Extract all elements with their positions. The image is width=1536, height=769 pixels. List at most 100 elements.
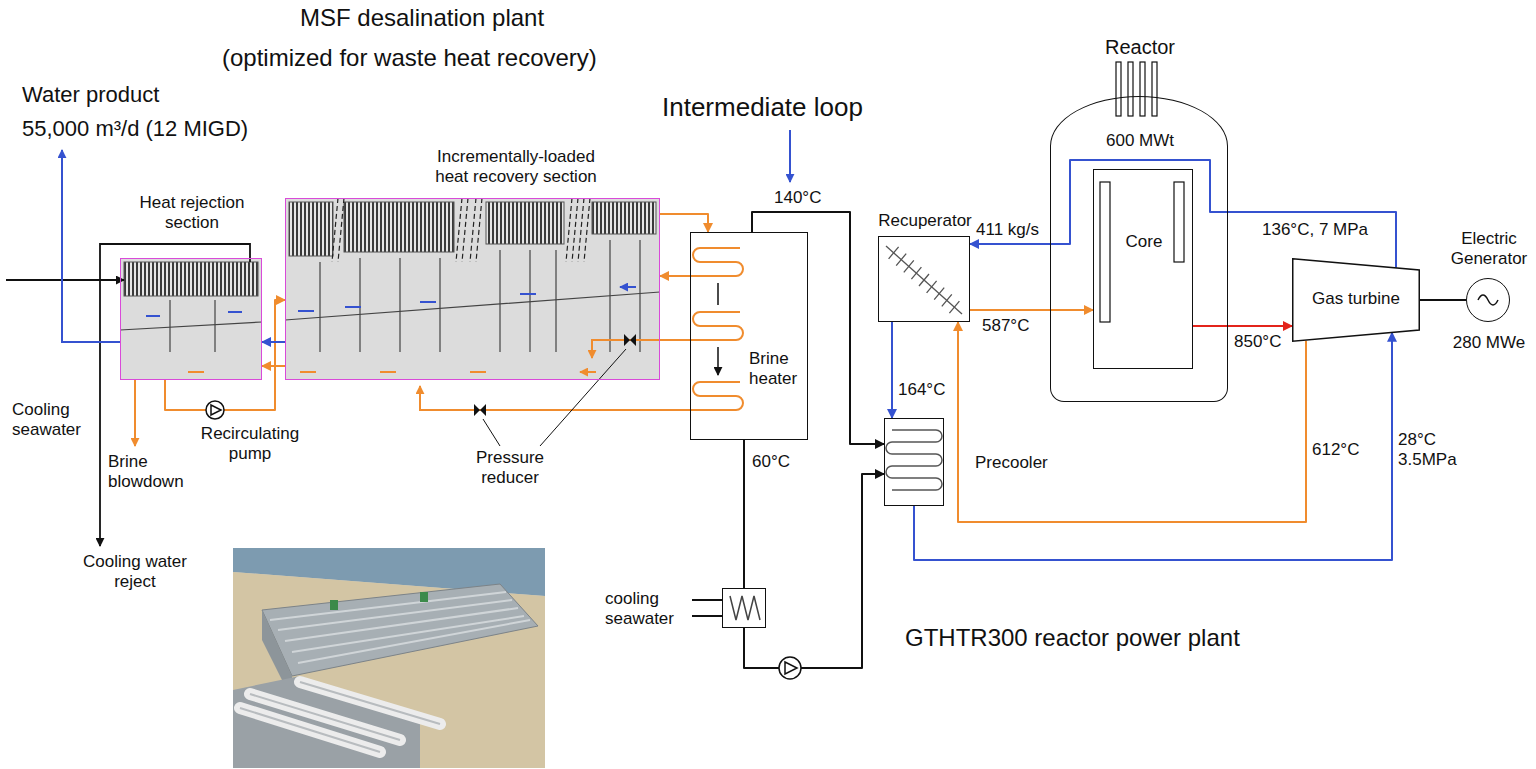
pump-symbol [211,405,221,415]
edge-label: 60°C [752,452,790,472]
annotation: Intermediate loop [662,92,863,123]
valve-symbol [474,404,486,416]
precooler-coil [886,430,942,490]
photo-inset [233,548,545,768]
edge-label: 140°C [774,188,821,208]
distillate-tray [120,292,660,330]
annotation: (optimized for waste heat recovery) [222,44,597,73]
seawater-pipe [6,244,722,616]
node-label: Recuperator [859,211,991,231]
node-label: Incrementally-loaded heat recovery secti… [426,147,606,188]
generator-symbol [1478,295,1498,305]
annotation: Cooling seawater [12,400,87,441]
recuperator: Recuperator [878,236,970,322]
edge-label: 587°C [982,316,1029,336]
product-pipe [62,150,120,342]
flow-connector [1193,325,1292,327]
turbine-outline [1293,259,1420,342]
core-internal [1174,182,1184,262]
precooler-coil [886,430,942,490]
reactor-vessel: Reactor600 MWtCore [1050,96,1228,402]
flow-connector [660,275,690,277]
control-rod [1116,62,1121,116]
brine-pipe [420,386,690,410]
brine-heater-coil [690,312,743,340]
annotation: Cooling water reject [80,552,190,593]
seawater-pipe [6,279,124,281]
node-label: Reactor [1085,35,1195,59]
photo-inset [233,548,545,768]
tube-bundle [344,202,454,252]
electric-generator: Electric Generator280 MWe [1466,278,1510,322]
stage-partition [170,240,640,352]
flow-connector [1420,299,1466,301]
section-break [332,198,590,262]
tube-bundle [289,202,333,256]
photo-inset [330,600,338,610]
recuperator-hatch [886,246,962,314]
flow-connector [970,309,1093,311]
brine-heater-coil [690,382,743,410]
annotation: Brine blowdown [108,452,193,493]
cooler-coil [730,596,760,620]
seawater-pipe [100,244,250,546]
edge-label: 28°C 3.5MPa [1398,430,1462,471]
annotation: Water product [22,82,159,108]
photo-inset [240,682,440,752]
edge-label: 164°C [898,380,945,400]
node-label: Core [1094,232,1194,252]
flow-arrow [717,283,719,375]
tube-bundle [124,262,258,296]
photo-inset [240,682,440,752]
flow-connector [743,440,745,588]
pointer-arrow [789,130,791,182]
valve-symbol [474,334,636,416]
control-rod [1128,62,1133,116]
node-label: Heat rejection section [127,193,257,234]
flow-arrow [146,283,718,375]
tube-bundle [486,202,564,244]
control-rod [1140,62,1145,116]
annotation: 55,000 m³/d (12 MIGD) [22,116,248,142]
brine-heater-coil [690,248,743,410]
cooler-coil [730,596,760,620]
control-rod [1116,62,1157,116]
product-pipe [62,150,120,342]
annotation: Recirculating pump [195,424,305,465]
pump-symbol [785,662,797,674]
annotation: MSF desalination plant [300,4,544,33]
brine-pipe [134,380,136,446]
annotation: Pressure reducer [470,448,550,489]
node-label: Brine heater [749,349,801,390]
photo-inset [262,584,538,676]
flow-connector [914,333,1392,560]
flow-arrow [188,371,596,373]
flow-connector [262,341,285,343]
node-label: Gas turbine [1292,289,1420,309]
flow-arrow [146,287,636,316]
valve-symbol [624,334,636,346]
heat-rejection-section: Heat rejection section [120,258,262,380]
flow-connector [262,365,285,367]
photo-inset [420,592,428,602]
photo-inset [233,572,545,768]
flow-connector [970,160,1396,268]
recuperator-hatch [889,247,960,313]
edge-label: 850°C [1234,332,1281,352]
section-break [332,198,590,262]
recuperator-hatch [886,246,962,314]
edge-label: 612°C [1312,440,1359,460]
pump-symbol [206,401,224,419]
gas-turbine: Gas turbine [1292,258,1420,342]
flow-connector [958,322,1306,522]
precooler: Precooler [884,418,944,506]
brine-pipe [592,340,690,358]
node-label: cooling seawater [605,589,689,630]
annotation: 411 kg/s [976,220,1039,240]
node-label: Precooler [975,453,1048,473]
seawater-cooler: cooling seawater [722,588,766,628]
evaporator-shell-fill [285,198,660,380]
flow-connector [752,212,884,444]
leader-line [483,349,626,446]
